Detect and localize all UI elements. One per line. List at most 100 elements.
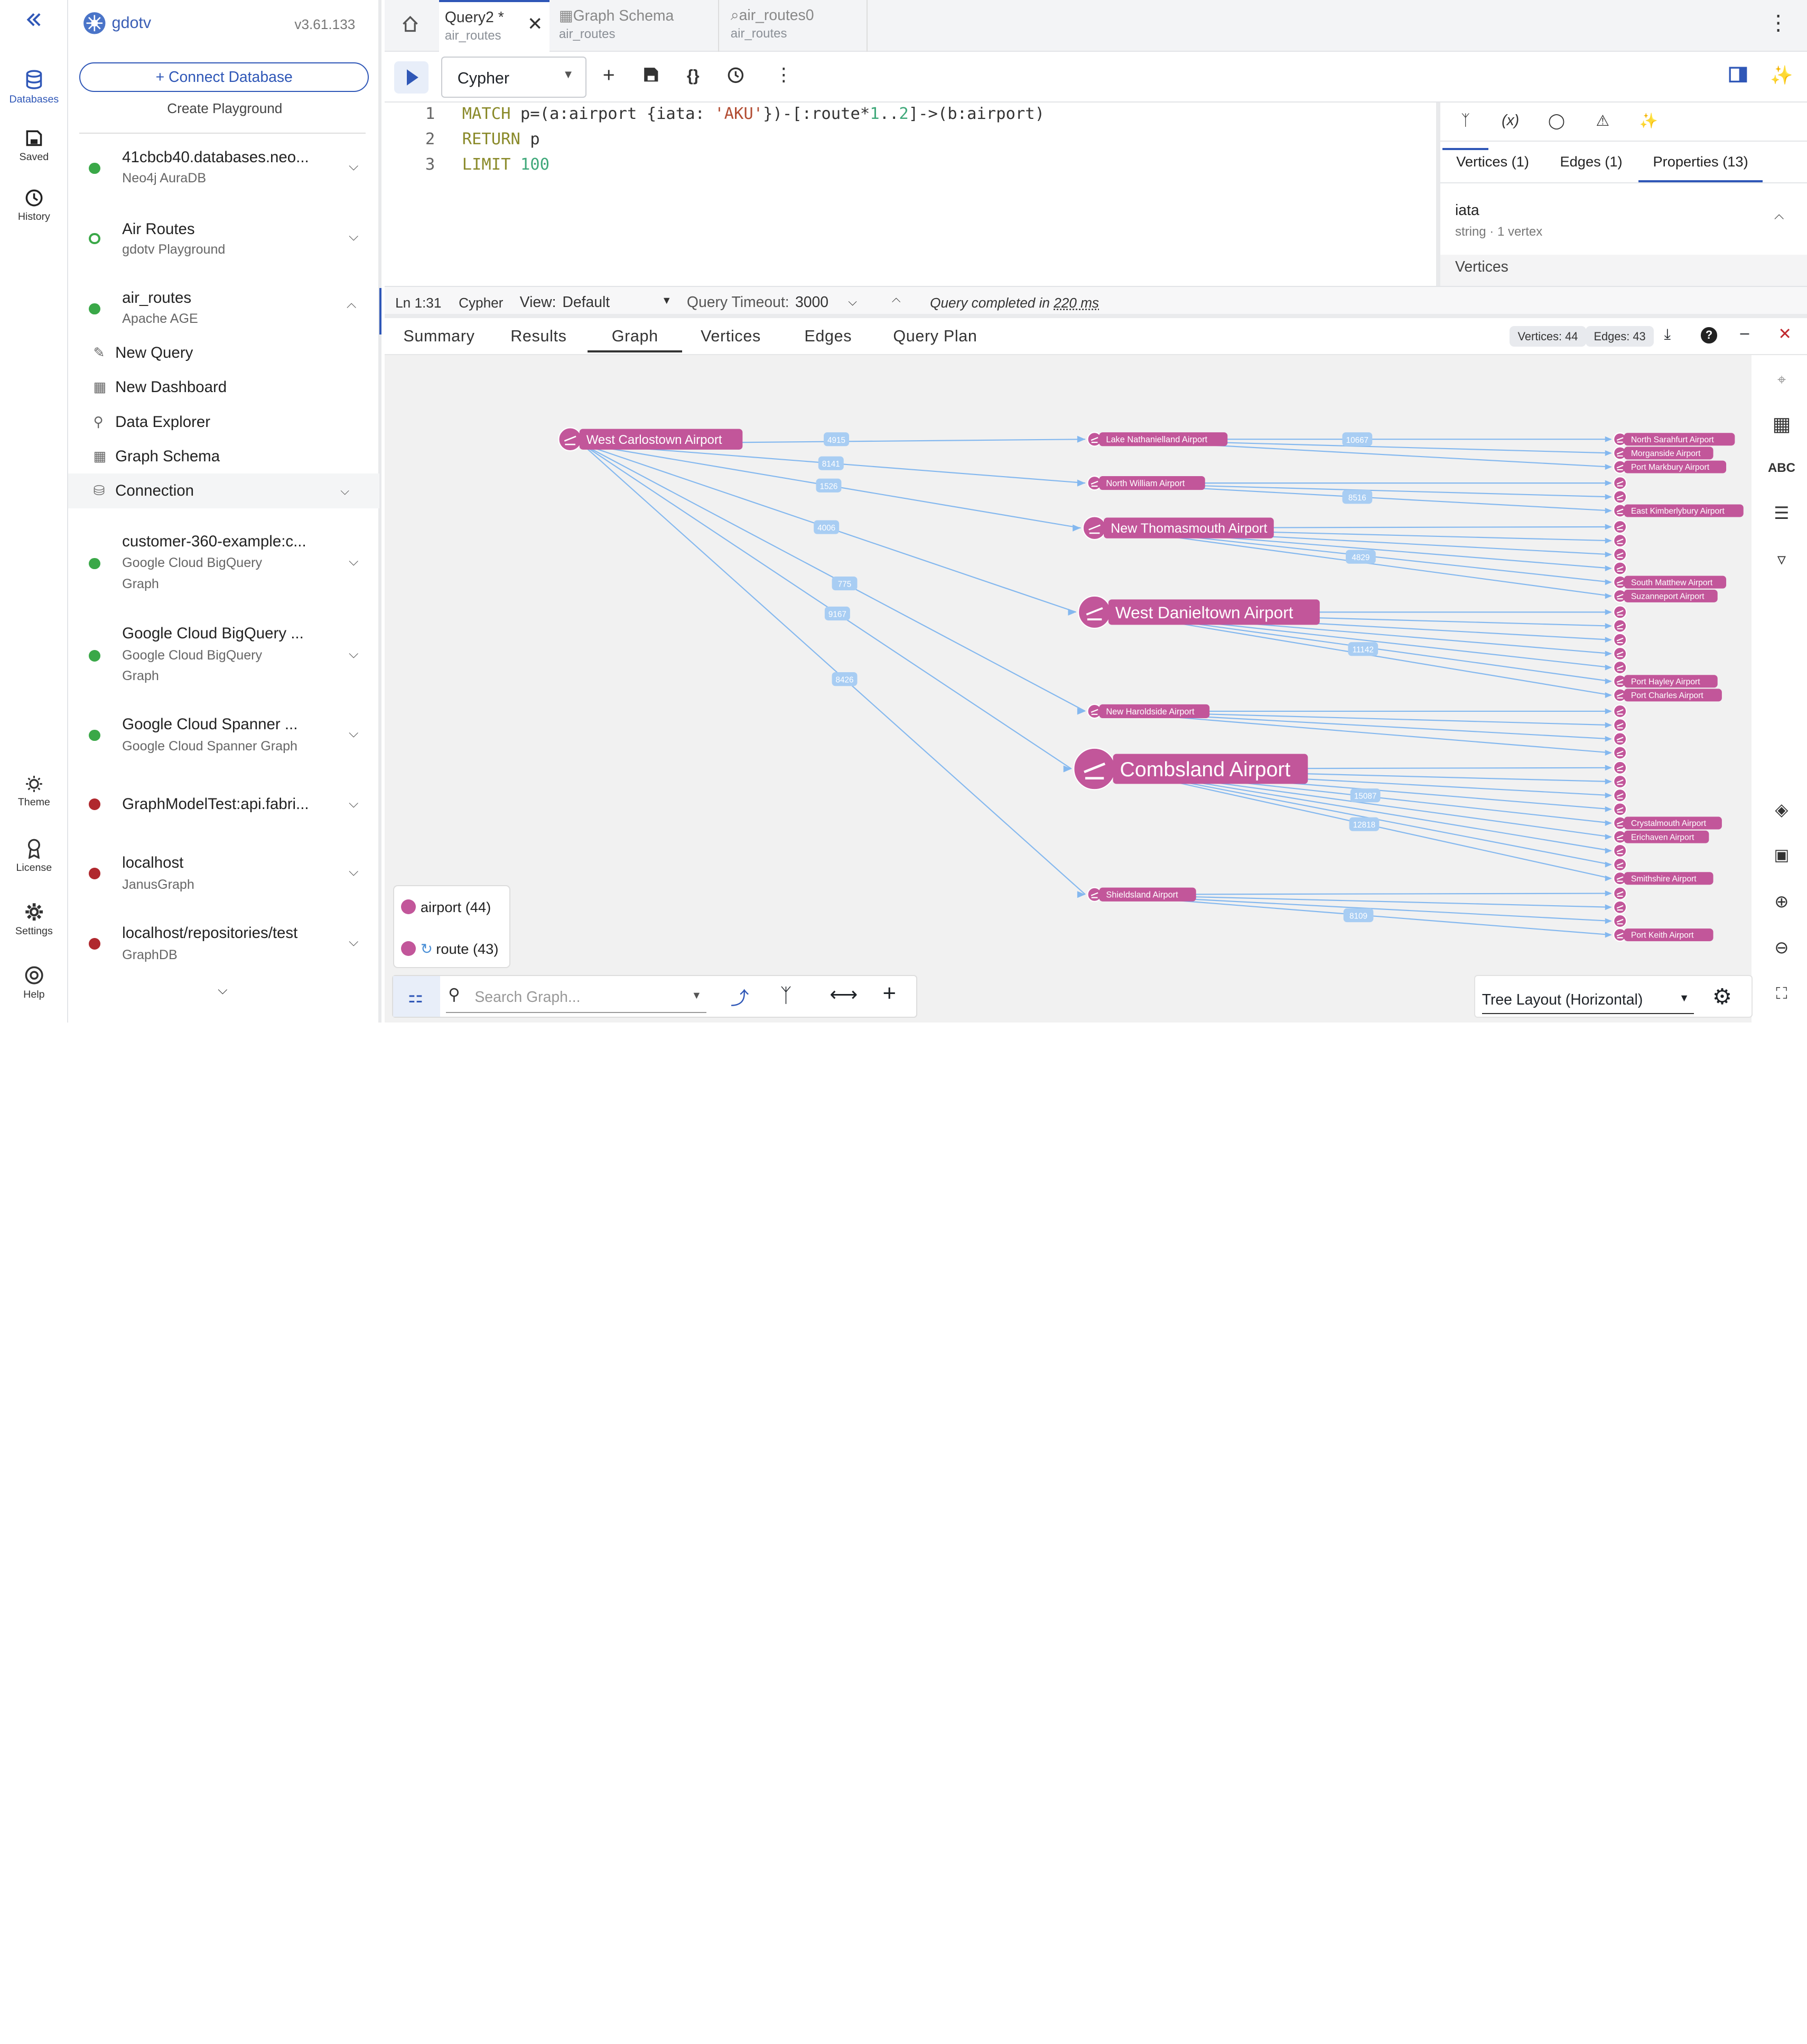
add-icon[interactable]: + xyxy=(602,63,615,87)
chevron-down-icon[interactable]: ⌵ xyxy=(848,295,857,309)
rail-history[interactable]: History xyxy=(0,188,68,224)
zoom-out-icon[interactable]: ⊖ xyxy=(1774,937,1789,958)
close-icon[interactable]: ✕ xyxy=(527,13,543,34)
fullscreen-icon[interactable]: ⛶ xyxy=(1776,984,1787,1002)
rail-help[interactable]: Help xyxy=(0,965,68,1001)
scroll-more-chevron-icon[interactable]: ⌵ xyxy=(218,983,228,998)
subtab-properties[interactable]: Properties (13) xyxy=(1638,153,1763,182)
airport-node-label[interactable]: Port Hayley Airport xyxy=(1631,677,1700,686)
tab-edges[interactable]: Edges xyxy=(804,327,852,346)
chevron-up-icon[interactable]: ⌵ xyxy=(1774,211,1784,226)
code-editor[interactable]: 1 2 3 MATCH p=(a:airport {iata: 'AKU'})-… xyxy=(385,103,1436,286)
airport-node-label-box[interactable] xyxy=(1104,517,1274,538)
label-text-icon[interactable]: ABC xyxy=(1767,460,1795,475)
legend-airport[interactable]: airport (44) xyxy=(400,899,491,916)
tab-vertices[interactable]: Vertices xyxy=(701,327,761,346)
layout-select[interactable]: Tree Layout (Horizontal) ▼ xyxy=(1482,989,1694,1015)
menu-graph-schema[interactable]: ▦Graph Schema xyxy=(68,439,379,473)
tab-graph-schema[interactable]: ▦Graph Schema air_routes xyxy=(553,0,719,52)
sliders-icon[interactable]: ☰ xyxy=(1774,503,1790,523)
airport-node-label[interactable]: North William Airport xyxy=(1106,479,1185,488)
airport-node-label-box[interactable] xyxy=(1109,599,1320,625)
rail-saved[interactable]: Saved xyxy=(0,129,68,163)
subtab-edges[interactable]: Edges (1) xyxy=(1560,153,1623,170)
airport-node-label[interactable]: Combsland Airport xyxy=(1120,758,1291,781)
locate-icon[interactable]: ⌖ xyxy=(1777,371,1786,389)
ai-sparkle-icon[interactable]: ✨ xyxy=(1770,65,1793,86)
format-braces-icon[interactable]: {} xyxy=(686,67,700,85)
menu-connection[interactable]: ⛁Connection⌵ xyxy=(68,473,379,508)
airport-node-label[interactable]: Crystalmouth Airport xyxy=(1631,819,1707,828)
help-icon[interactable]: ? xyxy=(1701,327,1717,343)
tab-results[interactable]: Results xyxy=(510,327,567,346)
airport-node-label[interactable]: New Thomasmouth Airport xyxy=(1111,521,1268,536)
db-item-air-routes-playground[interactable]: Air Routes gdotv Playground ⌵ xyxy=(68,218,381,275)
menu-new-query[interactable]: ✎New Query xyxy=(68,336,379,370)
airport-node-label-box[interactable] xyxy=(1099,887,1197,902)
db-item-spanner[interactable]: Google Cloud Spanner ... Google Cloud Sp… xyxy=(68,714,381,766)
lightbulb-icon[interactable]: ◯ xyxy=(1548,112,1565,129)
airport-node-label[interactable]: East Kimberlybury Airport xyxy=(1631,507,1725,516)
chevron-down-icon[interactable]: ⌵ xyxy=(349,796,359,811)
airport-node-label-box[interactable] xyxy=(1624,871,1714,885)
create-playground-link[interactable]: Create Playground xyxy=(167,100,283,116)
airport-node-label[interactable]: Lake Nathanielland Airport xyxy=(1106,435,1208,444)
gear-icon[interactable]: ⚙ xyxy=(1712,984,1733,1009)
zoom-in-icon[interactable]: ⊕ xyxy=(1774,891,1789,912)
airport-node-label[interactable]: Smithshire Airport xyxy=(1631,875,1697,884)
minimize-icon[interactable]: – xyxy=(1740,323,1749,342)
rail-databases[interactable]: Databases xyxy=(0,69,68,106)
graph-icon[interactable]: ᛉ xyxy=(1442,112,1489,150)
airport-node-label-box[interactable] xyxy=(1624,830,1709,843)
menu-new-dashboard[interactable]: ▦New Dashboard xyxy=(68,370,379,404)
chevron-up-icon[interactable]: ⌵ xyxy=(347,300,357,315)
timeout-input[interactable]: 3000 xyxy=(795,293,829,311)
close-icon[interactable]: ✕ xyxy=(1778,325,1792,343)
db-item-air-routes-active[interactable]: air_routes Apache AGE ⌵ xyxy=(68,288,381,335)
more-vertical-icon[interactable]: ⋮ xyxy=(1767,11,1789,34)
add-icon[interactable]: + xyxy=(882,980,896,1006)
airport-node-label[interactable]: Shieldsland Airport xyxy=(1106,890,1179,899)
chevron-up-icon[interactable]: ⌵ xyxy=(892,295,901,309)
tab-query2[interactable]: Query2 * air_routes ✕ xyxy=(439,0,550,52)
query-history-button[interactable] xyxy=(727,67,744,88)
rail-settings[interactable]: Settings xyxy=(0,902,68,938)
graph-svg[interactable]: 4915814115264006775916784261066785164829… xyxy=(385,355,1752,1023)
chevron-down-icon[interactable]: ⌵ xyxy=(340,484,349,498)
chevron-down-icon[interactable]: ⌵ xyxy=(349,864,359,879)
tab-air-routes0[interactable]: ⌕air_routes0 air_routes xyxy=(725,0,868,52)
variables-icon[interactable]: (x) xyxy=(1502,112,1520,129)
airport-node-label-box[interactable] xyxy=(1624,432,1735,445)
table-view-icon[interactable]: ▦ xyxy=(1772,413,1791,435)
chevron-down-icon[interactable]: ⌵ xyxy=(349,646,359,661)
airport-node-label-box[interactable] xyxy=(1624,460,1727,473)
language-select[interactable]: Cypher ▼ xyxy=(441,56,587,98)
collapse-sidebar-button[interactable] xyxy=(0,12,68,31)
rail-theme[interactable]: Theme xyxy=(0,775,68,809)
legend-route[interactable]: ↻route (43) xyxy=(400,941,498,958)
menu-data-explorer[interactable]: ⚲Data Explorer xyxy=(68,405,379,439)
download-icon[interactable]: ⤓ xyxy=(1664,326,1671,343)
chevron-down-icon[interactable]: ⌵ xyxy=(349,554,359,569)
airport-node-label[interactable]: Port Charles Airport xyxy=(1631,691,1704,700)
airport-node-label-box[interactable] xyxy=(1099,432,1228,447)
airport-node-label[interactable]: Erichaven Airport xyxy=(1631,833,1694,842)
run-query-button[interactable] xyxy=(394,61,429,94)
caret-down-icon[interactable]: ▼ xyxy=(661,295,672,307)
tab-query-plan[interactable]: Query Plan xyxy=(893,327,977,346)
airport-node-label-box[interactable] xyxy=(1099,476,1206,490)
tab-graph[interactable]: Graph xyxy=(588,327,683,353)
airport-node-label-box[interactable] xyxy=(1624,816,1722,830)
airport-node-label-box[interactable] xyxy=(1113,754,1308,784)
db-item-neo4j[interactable]: 41cbcb40.databases.neo... Neo4j AuraDB ⌵ xyxy=(68,147,381,205)
caret-down-icon[interactable]: ▼ xyxy=(691,990,702,1002)
chevron-down-icon[interactable]: ⌵ xyxy=(349,229,359,244)
split-view-icon[interactable] xyxy=(1729,67,1747,87)
db-item-graphdb[interactable]: localhost/repositories/test GraphDB ⌵ xyxy=(68,923,381,975)
fit-view-icon[interactable]: ▣ xyxy=(1774,846,1790,864)
filter-icon[interactable]: ▿ xyxy=(1777,549,1786,569)
chevron-down-icon[interactable]: ⌵ xyxy=(349,159,359,173)
airport-node-label-box[interactable] xyxy=(1624,675,1718,688)
airport-node-label-box[interactable] xyxy=(1624,589,1718,602)
